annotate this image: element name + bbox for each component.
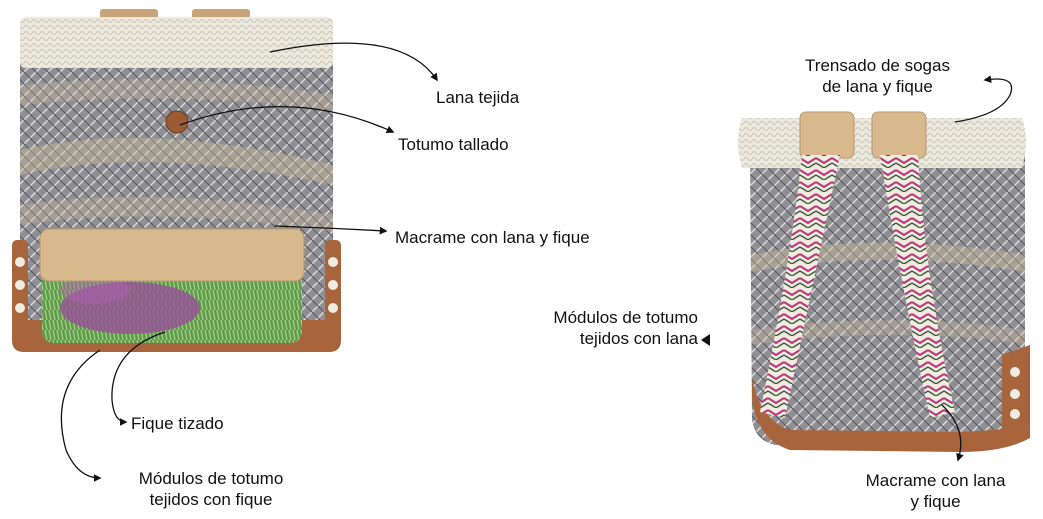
- label-modulos-fique: Módulos de totumo tejidos con fique: [100, 468, 322, 510]
- label-macrame-back: Macrame con lana y fique: [838, 470, 1033, 512]
- wool-top-band: [20, 17, 333, 68]
- label-modulos-lana-line2: tejidos con lana: [500, 328, 698, 349]
- label-trensado: Trensado de sogas de lana y fique: [780, 55, 975, 97]
- label-macrame-back-line1: Macrame con lana: [838, 470, 1033, 491]
- label-modulos-lana: Módulos de totumo tejidos con lana: [500, 307, 698, 349]
- arrow-modulos-fique: [61, 350, 100, 478]
- front-backpack: [12, 9, 341, 355]
- strap-patch-left: [800, 112, 854, 158]
- label-macrame-back-line2: y fique: [838, 491, 1033, 512]
- pocket-flap: [40, 229, 304, 281]
- label-fique-tizado: Fique tizado: [131, 413, 224, 434]
- arrow-modulos-lana: [701, 334, 710, 346]
- label-macrame-front: Macrame con lana y fique: [395, 227, 590, 248]
- label-modulos-fique-line2: tejidos con fique: [100, 489, 322, 510]
- label-totumo-tallado: Totumo tallado: [398, 134, 509, 155]
- label-modulos-lana-line1: Módulos de totumo: [500, 307, 698, 328]
- back-backpack: [738, 112, 1030, 455]
- label-modulos-fique-line1: Módulos de totumo: [100, 468, 322, 489]
- strap-patch-right: [872, 112, 926, 158]
- label-trensado-line1: Trensado de sogas: [780, 55, 975, 76]
- totumo-button: [166, 111, 188, 133]
- label-trensado-line2: de lana y fique: [780, 76, 975, 97]
- label-lana-tejida: Lana tejida: [436, 87, 519, 108]
- back-side-module: [1002, 345, 1030, 432]
